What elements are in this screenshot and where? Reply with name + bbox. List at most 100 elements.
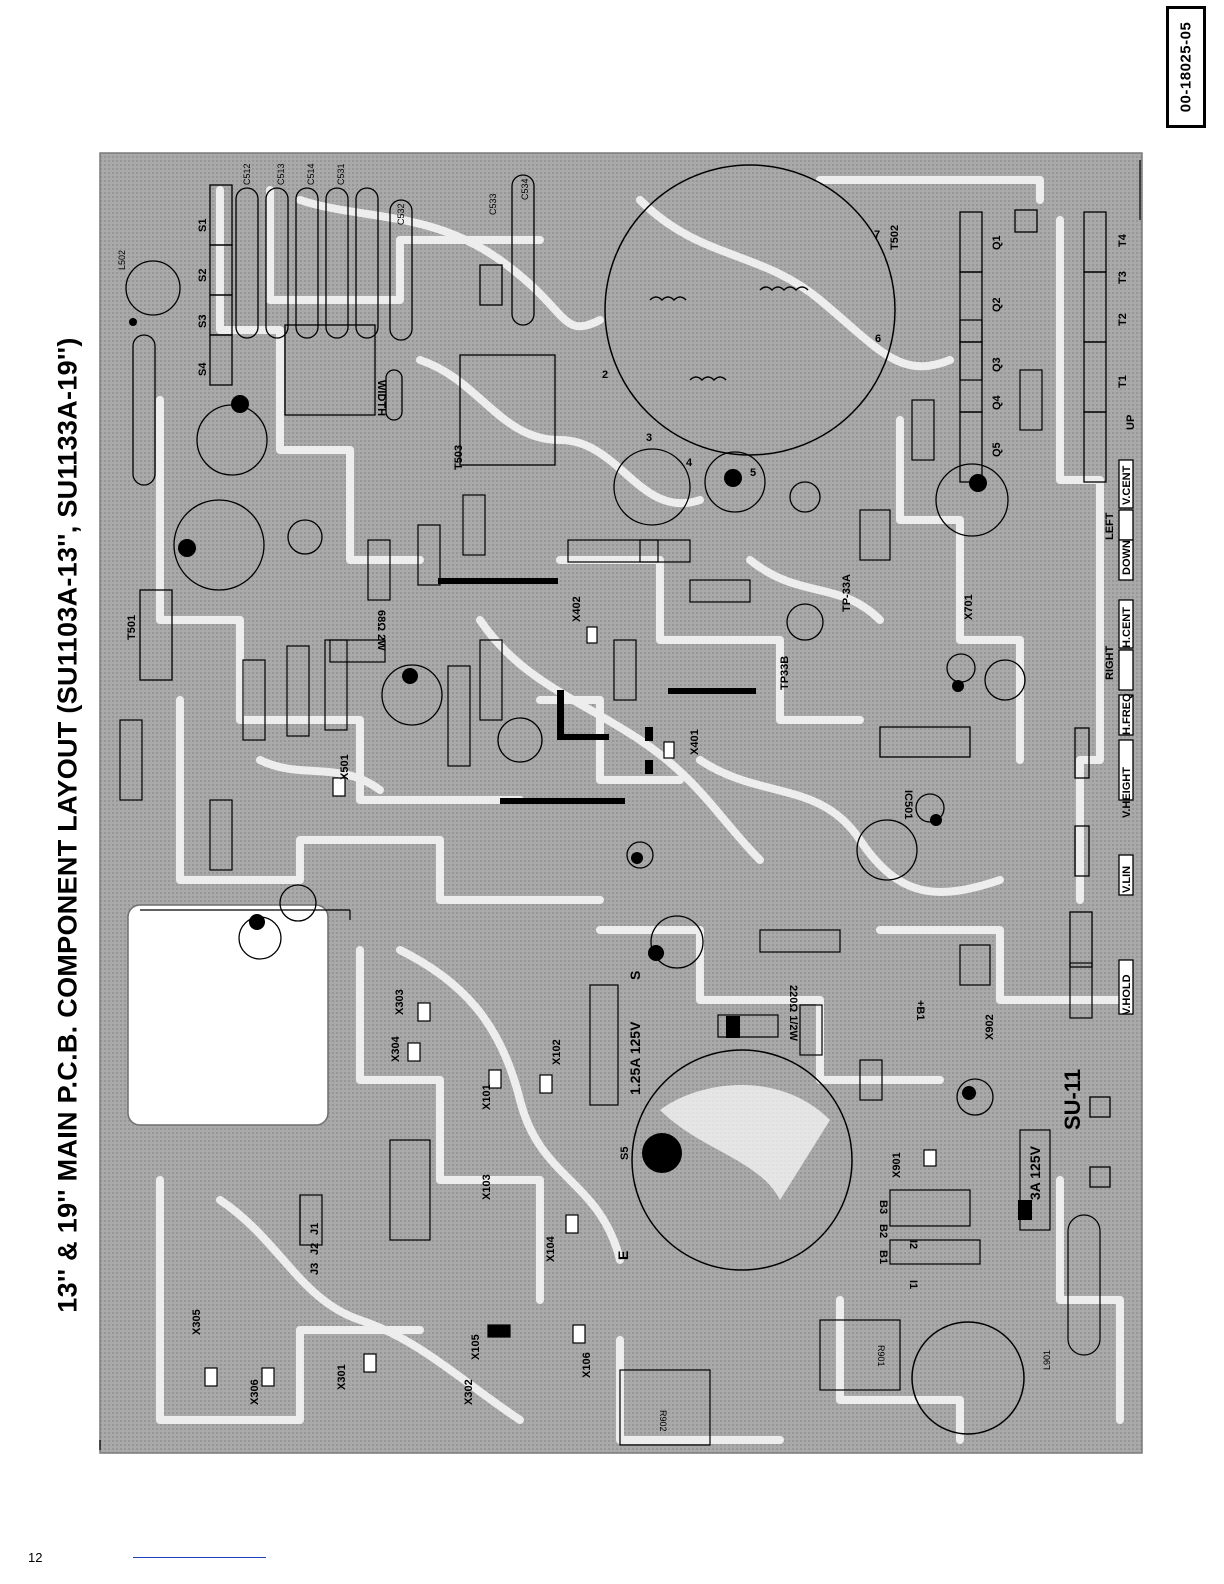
label-pin-4: 4 <box>686 457 693 469</box>
label-t501: T501 <box>126 615 138 640</box>
label-control-left: LEFT <box>1104 512 1116 540</box>
label-e-terminal: E <box>615 1251 631 1260</box>
board-cutout <box>127 904 329 1126</box>
label-c534: C534 <box>520 178 530 200</box>
component-labels: S1 S2 S3 S4 C512 C513 C514 C531 C532 C53… <box>117 163 1137 1405</box>
label-c532: C532 <box>396 203 406 225</box>
label-x402: X402 <box>571 596 583 622</box>
label-c512: C512 <box>242 163 252 185</box>
label-x104: X104 <box>545 1235 557 1262</box>
label-b3: B3 <box>877 1200 889 1214</box>
label-l502: L502 <box>117 250 127 270</box>
section-lines <box>99 160 1141 1450</box>
black-dots <box>129 318 987 1173</box>
label-s1: S1 <box>197 219 209 232</box>
main-capacitor-shade <box>660 1085 830 1200</box>
label-c514: C514 <box>306 163 316 185</box>
label-pin-2: 2 <box>602 369 608 381</box>
label-pin-3: 3 <box>646 432 652 444</box>
label-x103: X103 <box>481 1174 493 1200</box>
label-ic501: IC501 <box>902 790 914 819</box>
footer-rule <box>133 1557 266 1558</box>
label-control-v-lin: V.LIN <box>1121 866 1133 893</box>
label-j3: J3 <box>309 1263 321 1275</box>
label-pin-7: 7 <box>874 229 880 241</box>
small-bodies <box>204 626 937 1387</box>
electrolytic-capacitors <box>125 260 1026 1116</box>
label-c513: C513 <box>276 163 286 185</box>
label-q1: Q1 <box>991 235 1003 250</box>
label-control-v-hold: V.HOLD <box>1121 974 1133 1015</box>
label-x106: X106 <box>581 1352 593 1378</box>
label-t1: T1 <box>1117 375 1129 388</box>
label-j1: J1 <box>309 1223 321 1235</box>
label-q4: Q4 <box>991 394 1003 410</box>
label-x701: X701 <box>963 594 975 620</box>
label-b2: B2 <box>877 1224 889 1238</box>
label-tp33a: TP-33A <box>841 574 853 612</box>
label-x305: X305 <box>191 1309 203 1335</box>
label-control-up: UP <box>1125 415 1137 430</box>
label-t503: T503 <box>453 445 465 470</box>
flyback-winding <box>649 296 687 302</box>
label-fuse-f902: 3A 125V <box>1027 1145 1043 1200</box>
page-number: 12 <box>28 1550 43 1565</box>
label-x304: X304 <box>390 1035 402 1062</box>
label-control-right: RIGHT <box>1104 646 1116 681</box>
label-x101: X101 <box>481 1084 493 1110</box>
label-68ohm-2w: 68Ω 2W <box>375 610 387 651</box>
flyback-transformer-outline <box>604 164 896 456</box>
label-j2: J2 <box>309 1243 321 1255</box>
control-boxes <box>1118 459 1134 1015</box>
label-fuse-f901: 1.25A 125V <box>627 1021 643 1095</box>
label-control-v-height: V.HEIGHT <box>1121 767 1133 818</box>
label-x901: X901 <box>891 1152 903 1178</box>
label-q3: Q3 <box>991 357 1003 372</box>
label-x306: X306 <box>249 1379 261 1405</box>
label-x902: X902 <box>984 1014 996 1040</box>
label-control-h-cent: H.CENT <box>1121 607 1133 648</box>
flyback-winding <box>689 376 727 382</box>
label-c533: C533 <box>488 193 498 215</box>
label-b1: B1 <box>877 1250 889 1264</box>
label-s-main: S <box>627 971 643 980</box>
label-x302: X302 <box>463 1379 475 1405</box>
label-t2: T2 <box>1117 313 1129 326</box>
label-s3: S3 <box>197 315 209 328</box>
flyback-winding <box>759 286 809 292</box>
label-t3: T3 <box>1117 271 1129 284</box>
label-q5: Q5 <box>991 442 1003 457</box>
copper-traces <box>156 176 1124 1444</box>
label-x301: X301 <box>336 1364 348 1390</box>
document-code-box: 00-18025-05 <box>1166 6 1206 128</box>
label-s5: S5 <box>619 1147 631 1160</box>
label-s2: S2 <box>197 269 209 282</box>
label-i1: I1 <box>907 1280 919 1289</box>
label-r902: R902 <box>658 1410 668 1432</box>
label-pin-6: 6 <box>875 333 881 345</box>
label-b-plus: +B1 <box>914 1000 926 1021</box>
label-x501: X501 <box>339 754 351 780</box>
label-t502: T502 <box>889 225 901 250</box>
top-capacitor-bodies <box>132 174 535 486</box>
resistor-bodies <box>119 319 1101 1446</box>
label-c531: C531 <box>336 163 346 185</box>
label-x401: X401 <box>689 729 701 755</box>
label-x105: X105 <box>470 1334 482 1360</box>
label-q2: Q2 <box>991 297 1003 312</box>
label-pin-5: 5 <box>750 467 756 479</box>
label-control-down: DOWN <box>1121 540 1133 575</box>
label-r903-value: 220Ω 1/2W <box>787 985 799 1042</box>
label-l901: L901 <box>1042 1350 1052 1370</box>
label-r901: R901 <box>876 1345 886 1367</box>
label-control-v-cent: V.CENT <box>1121 465 1133 505</box>
label-x303: X303 <box>394 989 406 1015</box>
label-t4: T4 <box>1117 233 1129 247</box>
label-control-h-freq: H.FREQ <box>1121 693 1133 735</box>
label-tp33b: TP33B <box>779 656 791 690</box>
heavy-jumpers <box>438 578 1032 1220</box>
label-s4: S4 <box>197 362 209 376</box>
main-capacitor-outline <box>631 1049 853 1271</box>
coil-l901-outline <box>911 1321 1025 1435</box>
